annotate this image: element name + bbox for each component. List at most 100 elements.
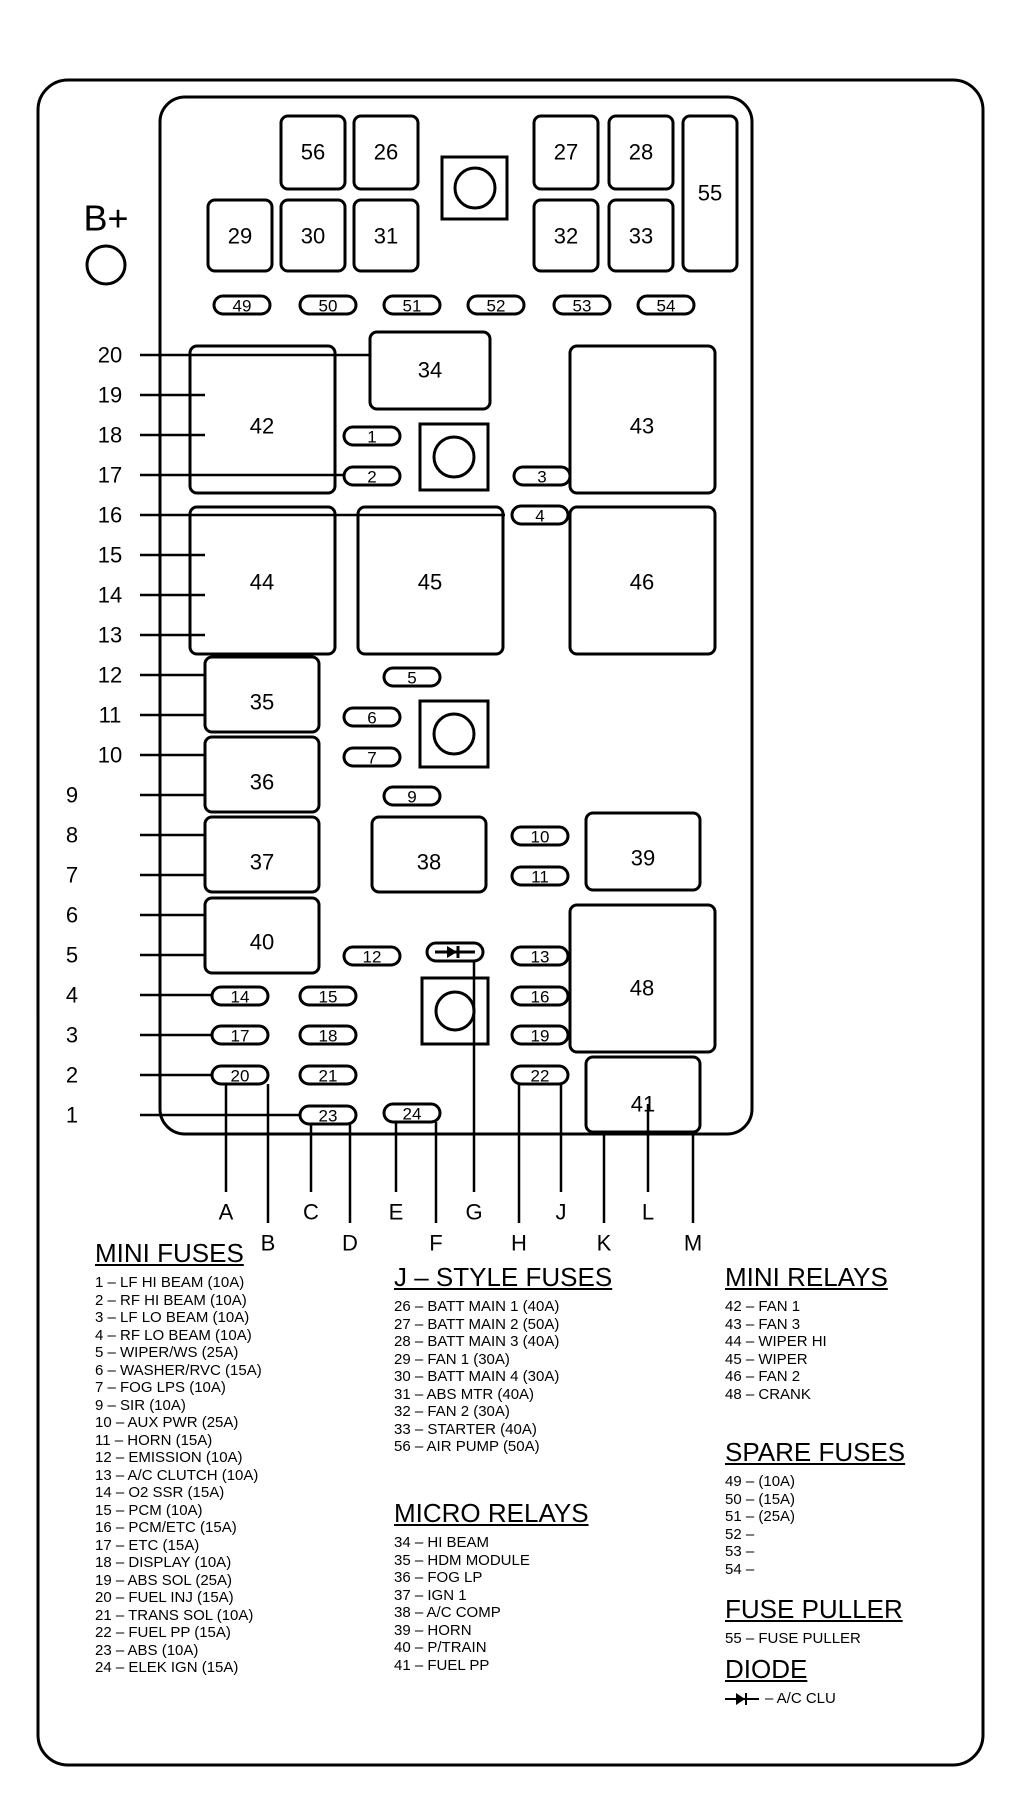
legend-item: 46 – FAN 2 — [725, 1368, 801, 1385]
left-pin-label: 12 — [98, 663, 122, 688]
legend-item: 17 – ETC (15A) — [95, 1536, 200, 1554]
legend-item: 15 – PCM (10A) — [95, 1501, 203, 1519]
left-pin-label: 20 — [98, 343, 122, 368]
legend-item: 42 – FAN 1 — [725, 1298, 801, 1315]
label-f29: 29 — [228, 224, 252, 249]
mini-fuse-slot-17-label: 17 — [231, 1027, 250, 1046]
diode-icon — [725, 1692, 759, 1705]
label-r48: 48 — [630, 976, 654, 1001]
spare-fuse-slot-label: 49 — [233, 297, 252, 316]
mini-fuse-slot-5-label: 5 — [407, 669, 416, 688]
legend-item: 6 – WASHER/RVC (15A) — [95, 1361, 262, 1379]
relay-42 — [188, 344, 337, 495]
legend-spare-fuses: SPARE FUSES 49 – (10A)50 – (15A)51 – (25… — [725, 1437, 905, 1578]
label-f33: 33 — [629, 224, 653, 249]
bottom-pin-label: F — [429, 1231, 442, 1256]
spare-fuse-slot — [212, 294, 272, 316]
legend-mini-fuses: MINI FUSES 1 – LF HI BEAM (10A)2 – RF HI… — [95, 1238, 262, 1677]
legend-item: 2 – RF HI BEAM (10A) — [95, 1291, 247, 1309]
legend-item: 30 – BATT MAIN 4 (30A) — [394, 1368, 560, 1385]
legend-item: 37 – IGN 1 — [394, 1586, 467, 1604]
legend-item: 18 – DISPLAY (10A) — [95, 1554, 232, 1571]
relay-43 — [568, 344, 717, 495]
legend-fuse-puller-title: FUSE PULLER — [725, 1594, 903, 1624]
legend-item: 33 – STARTER (40A) — [394, 1420, 537, 1438]
legend-item: 55 – FUSE PULLER — [725, 1630, 861, 1647]
relay-41 — [584, 1055, 702, 1134]
legend-item: 14 – O2 SSR (15A) — [95, 1484, 225, 1501]
legend-item: 26 – BATT MAIN 1 (40A) — [394, 1298, 560, 1315]
legend-item: 45 – WIPER — [725, 1350, 808, 1368]
label-f28: 28 — [629, 140, 653, 165]
legend-mini-relays-title: MINI RELAYS — [725, 1262, 888, 1292]
label-r34: 34 — [418, 358, 442, 383]
legend-item: 38 – A/C COMP — [394, 1604, 501, 1621]
label-f26: 26 — [374, 140, 398, 165]
relay-38 — [370, 815, 488, 894]
legend-spare-fuses-title: SPARE FUSES — [725, 1437, 906, 1467]
fuse-block-outline — [158, 95, 754, 1136]
legend-item: 22 – FUEL PP (15A) — [95, 1624, 231, 1641]
legend-item: 12 – EMISSION (10A) — [95, 1449, 243, 1466]
legend-item: 41 – FUEL PP — [394, 1656, 490, 1674]
left-pin-label: 1 — [66, 1103, 78, 1128]
legend-item: 16 – PCM/ETC (15A) — [95, 1519, 237, 1536]
mini-fuse-slot-6-label: 6 — [367, 709, 376, 728]
legend-item: 5 – WIPER/WS (25A) — [95, 1344, 239, 1361]
legend-diode-title: DIODE — [725, 1654, 808, 1684]
bottom-pin-label: E — [389, 1200, 404, 1225]
label-r37: 37 — [250, 850, 274, 875]
legend-j-style-fuses: J – STYLE FUSES 26 – BATT MAIN 1 (40A)27… — [394, 1262, 612, 1456]
mini-fuse-slot-15 — [298, 985, 358, 1007]
mini-fuse-slot-5 — [382, 666, 442, 688]
relay-35 — [203, 655, 321, 734]
legend-item: 11 – HORN (15A) — [95, 1431, 213, 1449]
legend-item: 40 – P/TRAIN — [394, 1639, 487, 1656]
mini-fuse-slot-19-label: 19 — [531, 1027, 550, 1046]
spare-fuse-slot — [298, 294, 358, 316]
mini-fuse-slot-2-label: 2 — [367, 468, 376, 487]
legend-item: 34 – HI BEAM — [394, 1534, 490, 1551]
mini-fuse-slot-10-label: 10 — [531, 828, 550, 847]
left-pin-label: 18 — [98, 423, 122, 448]
mini-fuse-slot-4 — [510, 504, 570, 526]
left-pin-label: 8 — [66, 823, 78, 848]
mini-fuse-slot-6 — [342, 706, 402, 728]
mini-fuse-slot-16-label: 16 — [531, 988, 550, 1007]
label-f56: 56 — [301, 140, 325, 165]
relay-37 — [203, 815, 321, 894]
left-pin-label: 2 — [66, 1063, 78, 1088]
label-r41: 41 — [631, 1092, 655, 1117]
legend-item: 19 – ABS SOL (25A) — [95, 1571, 233, 1589]
legend-item: 28 – BATT MAIN 3 (40A) — [394, 1333, 560, 1350]
legend-item: 36 – FOG LP — [394, 1569, 483, 1586]
bottom-pin-label: G — [465, 1200, 482, 1225]
mini-fuse-slot-22 — [510, 1064, 570, 1086]
mini-fuse-slot-24-label: 24 — [403, 1105, 422, 1124]
relay-46 — [568, 505, 717, 656]
label-f27: 27 — [554, 140, 578, 165]
label-r40: 40 — [250, 930, 274, 955]
fuse-27 — [532, 114, 600, 191]
b-plus-terminal-icon — [85, 244, 127, 286]
left-pin-label: 16 — [98, 503, 122, 528]
legend-item: 39 – HORN — [394, 1621, 472, 1639]
legend-micro-relays-title: MICRO RELAYS — [394, 1498, 589, 1528]
mini-fuse-slot-19 — [510, 1024, 570, 1046]
spare-fuse-slot-label: 54 — [657, 297, 676, 316]
relay-39 — [584, 811, 702, 892]
bottom-pin-label: M — [684, 1231, 702, 1256]
legend-item: 21 – TRANS SOL (10A) — [95, 1606, 254, 1624]
legend-item: 9 – SIR (10A) — [95, 1396, 186, 1414]
legend-item: 54 – — [725, 1560, 755, 1578]
mini-fuse-slot-12-label: 12 — [363, 948, 382, 967]
mini-fuse-slot-21-label: 21 — [319, 1067, 338, 1086]
mini-fuse-slot-9-label: 9 — [407, 788, 416, 807]
panel-outline — [36, 78, 985, 1767]
left-pin-label: 14 — [98, 583, 122, 608]
legend-mini-fuses-list: 1 – LF HI BEAM (10A)2 – RF HI BEAM (10A)… — [95, 1274, 262, 1677]
mini-fuse-slot-21 — [298, 1064, 358, 1086]
legend-item: 50 – (15A) — [725, 1490, 796, 1508]
